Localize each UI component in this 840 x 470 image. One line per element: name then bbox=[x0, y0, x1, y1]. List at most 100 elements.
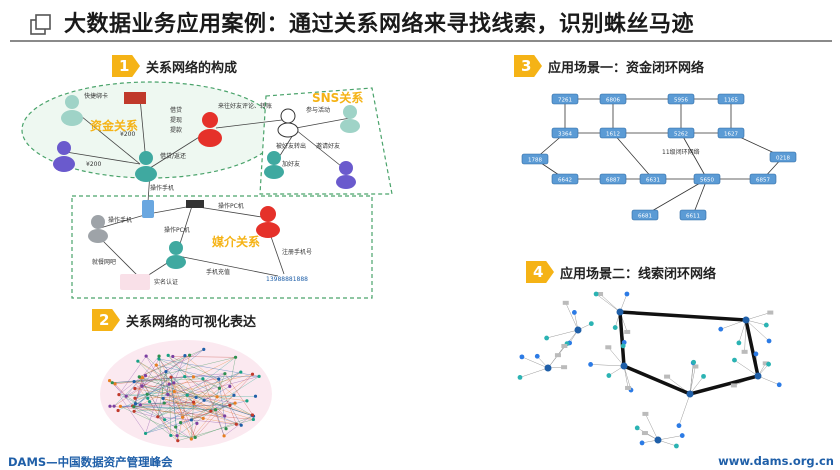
clue-node bbox=[664, 374, 671, 379]
viz-node bbox=[202, 398, 206, 402]
section-3-heading: 3 应用场景一：资金闭环网络 bbox=[514, 54, 704, 78]
clue-node bbox=[612, 325, 618, 330]
viz-edge bbox=[157, 401, 194, 418]
viz-node bbox=[201, 377, 205, 381]
viz-edge bbox=[202, 378, 225, 436]
loop-node-label: 6857 bbox=[756, 178, 770, 184]
viz-node bbox=[176, 439, 180, 443]
viz-node bbox=[169, 433, 173, 438]
clue-hub-node bbox=[620, 362, 628, 370]
title-divider bbox=[10, 40, 832, 42]
media-relation-title: 媒介关系 bbox=[212, 234, 260, 249]
loop-node-label: 6806 bbox=[606, 98, 620, 104]
clue-node bbox=[691, 359, 697, 365]
page-title: 大数据业务应用案例：通过关系网络来寻找线索，识别蛛丝马迹 bbox=[64, 12, 695, 37]
viz-edge bbox=[145, 419, 192, 434]
capital-label: ¥200 bbox=[86, 161, 101, 168]
clue-edge bbox=[590, 364, 625, 367]
person-icon bbox=[264, 151, 284, 179]
media-label: 手机充值 bbox=[206, 268, 230, 276]
clue-node bbox=[625, 385, 632, 390]
viz-node bbox=[201, 416, 205, 420]
viz-edge bbox=[137, 360, 211, 412]
media-label: 操作手机 bbox=[150, 184, 174, 192]
clue-edge bbox=[623, 365, 629, 388]
viz-edge bbox=[191, 423, 198, 440]
media-label: 注册手机号 bbox=[282, 248, 312, 256]
viz-edge bbox=[145, 386, 230, 434]
viz-node bbox=[233, 401, 237, 405]
capital-label: 快捷绑卡 bbox=[84, 92, 108, 100]
section-4-label: 应用场景二：线索闭环网络 bbox=[560, 266, 717, 282]
clue-node bbox=[753, 351, 759, 357]
viz-node bbox=[157, 354, 161, 358]
viz-node bbox=[183, 353, 187, 358]
clue-hub-node bbox=[544, 364, 552, 372]
viz-edge bbox=[184, 376, 197, 398]
clue-node bbox=[763, 322, 769, 328]
section-2-badge: 2 bbox=[92, 309, 120, 331]
viz-edge bbox=[145, 371, 167, 434]
viz-edge bbox=[215, 409, 225, 417]
viz-edge bbox=[109, 405, 254, 420]
loop-node-label: 6681 bbox=[638, 214, 652, 220]
clue-node bbox=[762, 361, 769, 366]
viz-edge bbox=[118, 356, 147, 395]
loop-node-label: 1627 bbox=[724, 132, 738, 138]
viz-node bbox=[110, 381, 114, 385]
clue-node bbox=[634, 425, 640, 431]
clue-node bbox=[606, 373, 612, 378]
clue-node bbox=[554, 353, 561, 358]
viz-edge bbox=[112, 378, 203, 383]
clue-node bbox=[561, 365, 568, 370]
viz-node bbox=[215, 395, 219, 399]
loop-node bbox=[749, 173, 777, 185]
loop-edge bbox=[612, 132, 654, 180]
section-4-badge: 4 bbox=[526, 261, 554, 283]
viz-node bbox=[167, 382, 171, 386]
viz-node bbox=[148, 400, 152, 404]
section-2-label: 关系网络的可视化表达 bbox=[126, 314, 257, 330]
clue-node bbox=[620, 343, 626, 349]
viz-edge bbox=[157, 416, 237, 425]
viz-node bbox=[108, 404, 112, 408]
logo-icon bbox=[30, 14, 51, 35]
viz-edge bbox=[139, 355, 186, 378]
loop-node-label: 3364 bbox=[558, 132, 572, 138]
viz-node bbox=[118, 404, 123, 409]
loop-edge bbox=[644, 178, 708, 216]
clue-node bbox=[642, 411, 649, 416]
person-icon bbox=[53, 141, 75, 172]
clue-edge bbox=[689, 376, 704, 395]
clue-hub-node bbox=[754, 372, 762, 380]
viz-edge bbox=[147, 355, 186, 395]
clue-node bbox=[641, 431, 648, 436]
loop-node bbox=[551, 173, 579, 185]
loop-node bbox=[693, 173, 721, 185]
viz-edge bbox=[132, 405, 237, 425]
section-3-label: 应用场景一：资金闭环网络 bbox=[548, 60, 705, 76]
loop-node-label: 1165 bbox=[724, 98, 738, 104]
loop-node-label: 1612 bbox=[606, 132, 620, 138]
viz-node bbox=[217, 377, 221, 381]
loop-node bbox=[679, 209, 707, 221]
sns-label: 邀请好友 bbox=[316, 142, 340, 150]
viz-node bbox=[161, 396, 165, 401]
media-label: 13988881888 bbox=[266, 276, 308, 283]
clue-node bbox=[517, 374, 523, 380]
viz-node bbox=[213, 408, 218, 412]
person-icon bbox=[135, 151, 157, 182]
loop-node-label: 6887 bbox=[606, 178, 620, 184]
clue-loop-network bbox=[517, 291, 782, 449]
viz-edge bbox=[165, 371, 169, 395]
person-icon bbox=[61, 95, 83, 126]
loop-node bbox=[667, 127, 695, 139]
footer-website[interactable]: www.dams.org.cn bbox=[718, 454, 834, 468]
clue-node bbox=[732, 357, 737, 363]
viz-node bbox=[172, 389, 176, 394]
loop-node-label: 7261 bbox=[558, 98, 572, 104]
person-icon bbox=[166, 241, 186, 269]
section-2-heading: 2 关系网络的可视化表达 bbox=[92, 308, 256, 332]
viz-edge bbox=[134, 411, 165, 420]
viz-edge bbox=[134, 393, 148, 399]
